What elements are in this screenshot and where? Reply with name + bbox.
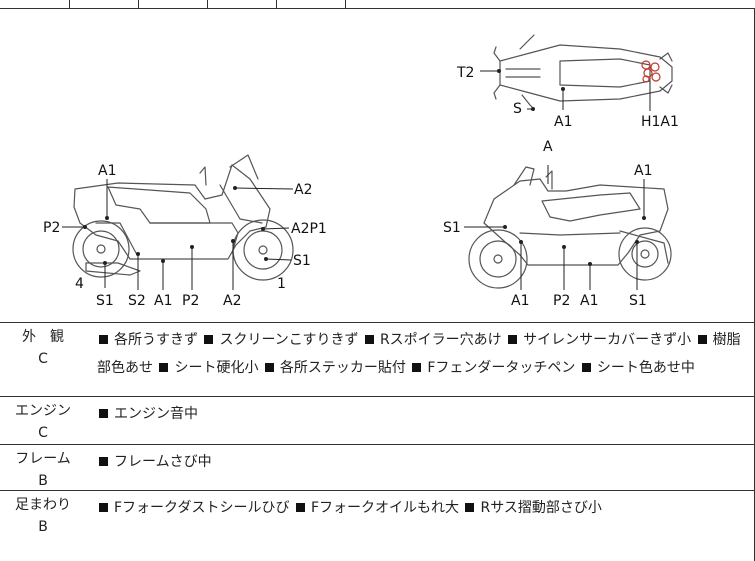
category-grade: C xyxy=(38,351,48,367)
note-item: スクリーンこすりきず xyxy=(202,332,358,348)
label-1: 1 xyxy=(277,276,286,292)
label-s: S xyxy=(513,101,522,117)
label-t2: T2 xyxy=(456,65,474,81)
notes-list: エンジン音中 xyxy=(97,400,747,428)
note-item: Rスポイラー穴あけ xyxy=(363,332,502,348)
notes-list: Fフォークダストシールひび Fフォークオイルもれ大 Rサス摺動部さび小 xyxy=(97,494,747,522)
category-grade: B xyxy=(38,519,48,535)
bullet-square-icon xyxy=(697,335,707,344)
label-p2: P2 xyxy=(43,220,60,236)
scooter-right-side xyxy=(468,166,672,289)
bullet-square-icon xyxy=(99,457,108,466)
bullet-square-icon xyxy=(508,335,518,344)
bullet-square-icon xyxy=(159,363,169,372)
label-h1a1: H1A1 xyxy=(641,114,679,130)
category-grade: C xyxy=(38,425,48,441)
note-item: フレームさび中 xyxy=(97,454,212,470)
damage-diagram: A1 A2 P2 A2P1 S1 4 1 S1 S2 A1 P2 A2 A A1… xyxy=(0,9,755,323)
bullet-square-icon xyxy=(99,503,108,512)
bullet-square-icon xyxy=(99,335,108,344)
category-cell: 足まわり B xyxy=(0,491,86,538)
label-s1: S1 xyxy=(293,253,311,269)
label-a2: A2 xyxy=(294,182,312,198)
damage-markers xyxy=(641,60,661,83)
header-cell xyxy=(207,0,277,8)
bullet-square-icon xyxy=(465,503,475,512)
category-cell: 外 観 C xyxy=(0,323,86,370)
label-a1-top: A1 xyxy=(554,114,572,130)
bullet-square-icon xyxy=(581,363,591,372)
note-item: 各所ステッカー貼付 xyxy=(263,360,406,376)
scooter-diagram-svg: A1 A2 P2 A2P1 S1 4 1 S1 S2 A1 P2 A2 A A1… xyxy=(43,34,679,309)
header-cell xyxy=(276,0,346,8)
note-item: 樹脂部色あせ xyxy=(97,332,741,376)
section-suspension: 足まわり B Fフォークダストシールひび Fフォークオイルもれ大 Rサス摺動部さ… xyxy=(0,491,755,561)
notes-list: フレームさび中 xyxy=(97,448,747,476)
category-cell: フレーム B xyxy=(0,445,86,492)
leader-dots xyxy=(83,69,646,266)
label-a1-right-bottom: A1 xyxy=(511,293,529,309)
note-item: Rサス摺動部さび小 xyxy=(463,500,602,516)
note-item: Fフォークオイルもれ大 xyxy=(294,500,459,516)
category-name: 足まわり xyxy=(15,497,71,513)
label-s2: S2 xyxy=(128,293,146,309)
bullet-square-icon xyxy=(99,409,108,418)
header-cell xyxy=(0,0,70,8)
note-item: エンジン音中 xyxy=(97,406,198,422)
section-engine: エンジン C エンジン音中 xyxy=(0,397,755,445)
category-grade: B xyxy=(38,473,48,489)
label-a1-right-bottom-2: A1 xyxy=(580,293,598,309)
notes-list: 各所うすきず スクリーンこすりきず Rスポイラー穴あけ サイレンサーカバーきず小… xyxy=(97,326,747,382)
bullet-square-icon xyxy=(364,335,374,344)
note-item: 各所うすきず xyxy=(97,332,198,348)
note-item: Fフォークダストシールひび xyxy=(97,500,290,516)
leader-lines xyxy=(62,70,651,290)
header-cell xyxy=(69,0,139,8)
category-name: エンジン xyxy=(15,403,71,419)
note-item: サイレンサーカバーきず小 xyxy=(506,332,691,348)
header-cell xyxy=(138,0,208,8)
scooter-left-side xyxy=(72,154,294,281)
section-exterior: 外 観 C 各所うすきず スクリーンこすりきず Rスポイラー穴あけ サイレンサー… xyxy=(0,323,755,397)
label-s1-bottom: S1 xyxy=(96,293,114,309)
category-cell: エンジン C xyxy=(0,397,86,444)
category-name: 外 観 xyxy=(22,329,64,345)
bullet-square-icon xyxy=(264,363,274,372)
note-item: シート硬化小 xyxy=(157,360,258,376)
scooter-top-view xyxy=(493,34,673,110)
label-p2-right-bottom: P2 xyxy=(553,293,570,309)
bullet-square-icon xyxy=(412,363,422,372)
label-a2p1: A2P1 xyxy=(291,221,327,237)
label-p2-bottom: P2 xyxy=(182,293,199,309)
label-a1-bottom: A1 xyxy=(154,293,172,309)
label-s1-right: S1 xyxy=(443,220,461,236)
label-4: 4 xyxy=(75,276,84,292)
note-item: Fフェンダータッチペン xyxy=(410,360,575,376)
header-strip xyxy=(0,0,755,9)
label-a2-bottom: A2 xyxy=(223,293,241,309)
section-frame: フレーム B フレームさび中 xyxy=(0,445,755,491)
label-a1: A1 xyxy=(98,163,116,179)
note-item: シート色あせ中 xyxy=(580,360,695,376)
bullet-square-icon xyxy=(204,335,214,344)
bullet-square-icon xyxy=(295,503,305,512)
category-name: フレーム xyxy=(15,451,71,467)
label-a1-right: A1 xyxy=(634,163,652,179)
label-a: A xyxy=(543,139,553,155)
label-s1-right-bottom: S1 xyxy=(629,293,647,309)
